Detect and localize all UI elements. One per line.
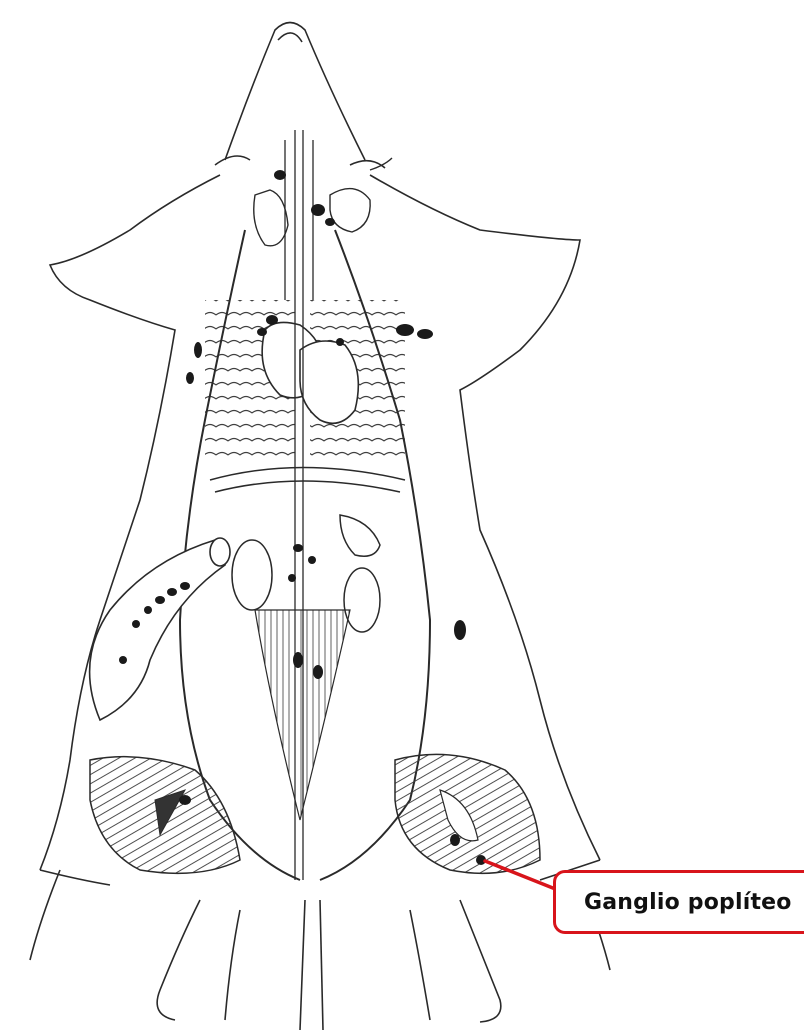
- callout-label: Ganglio poplíteo: [584, 890, 792, 915]
- callout-box: Ganglio poplíteo: [553, 870, 804, 934]
